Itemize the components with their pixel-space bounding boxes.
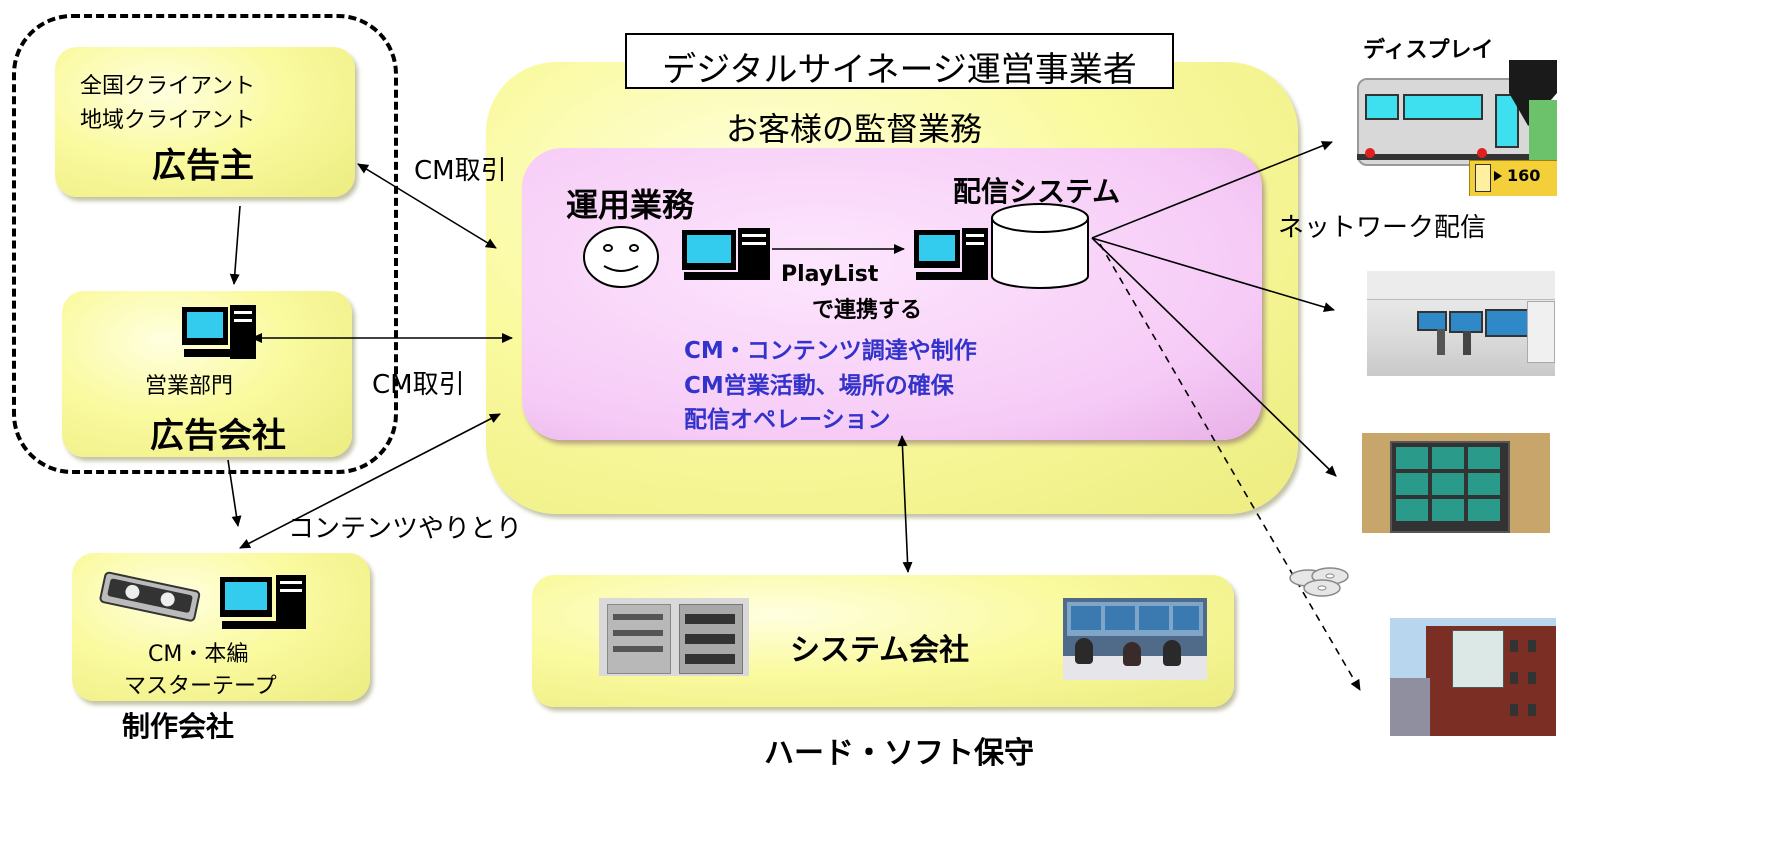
delivery-system-label: 配信システム <box>953 175 1121 208</box>
operations-box <box>522 148 1262 440</box>
advertiser-box <box>55 47 355 197</box>
playlist-label: PlayList <box>781 262 879 287</box>
task-operation: 配信オペレーション <box>684 407 891 433</box>
operator-title: デジタルサイネージ運営事業者 <box>662 50 1137 90</box>
arrow-advertiser-to-agency <box>229 205 241 285</box>
supervision-label: お客様の監督業務 <box>726 110 983 148</box>
disc-media-icon <box>1289 567 1349 597</box>
arrow-production-operator <box>239 413 501 549</box>
smiley-operator-icon <box>583 226 659 288</box>
advertiser-title: 広告主 <box>152 146 254 186</box>
display-wall-photo <box>1362 433 1550 548</box>
train-display-photo: 160 <box>1357 60 1557 196</box>
train-sign-text: 160 <box>1507 166 1541 185</box>
agency-dept: 営業部門 <box>145 374 234 399</box>
production-line2: マスターテープ <box>124 674 277 699</box>
display-title: ディスプレイ <box>1363 38 1494 63</box>
building-billboard-photo <box>1390 618 1556 736</box>
system-company-title: システム会社 <box>790 633 970 668</box>
playlist-sub-label: で連携する <box>812 298 923 323</box>
server-rack-photo <box>599 598 749 676</box>
agency-pc-icon <box>182 305 256 359</box>
production-pc-icon <box>220 575 306 629</box>
production-line1: CM・本編 <box>148 642 249 667</box>
network-delivery-label: ネットワーク配信 <box>1278 213 1487 243</box>
video-tape-icon <box>99 571 201 622</box>
task-sales: CM営業活動、場所の確保 <box>684 373 954 399</box>
arrow-advertiser-operator <box>357 163 497 249</box>
advertiser-line2: 地域クライアント <box>80 108 256 133</box>
operations-title: 運用業務 <box>566 186 695 224</box>
delivery-pc-icon <box>914 228 988 280</box>
maintenance-caption: ハード・ソフト保守 <box>764 736 1034 771</box>
operator-title-box: デジタルサイネージ運営事業者 <box>625 33 1174 90</box>
operator-pc-icon <box>682 228 770 280</box>
arrow-delivery-station <box>1091 237 1335 312</box>
advertiser-line1: 全国クライアント <box>80 74 256 99</box>
production-title: 制作会社 <box>122 710 235 743</box>
cm-deal-label-2: CM取引 <box>372 370 465 400</box>
arrow-delivery-train <box>1091 141 1333 239</box>
arrow-delivery-billboard <box>1099 243 1361 691</box>
arrow-delivery-wall <box>1091 237 1337 477</box>
control-room-photo <box>1063 598 1207 680</box>
database-icon <box>991 203 1089 289</box>
task-procurement: CM・コンテンツ調達や制作 <box>684 338 977 364</box>
arrow-agency-to-production <box>227 459 242 527</box>
arrow-operator-system <box>897 435 913 573</box>
station-display-photo <box>1367 271 1555 376</box>
